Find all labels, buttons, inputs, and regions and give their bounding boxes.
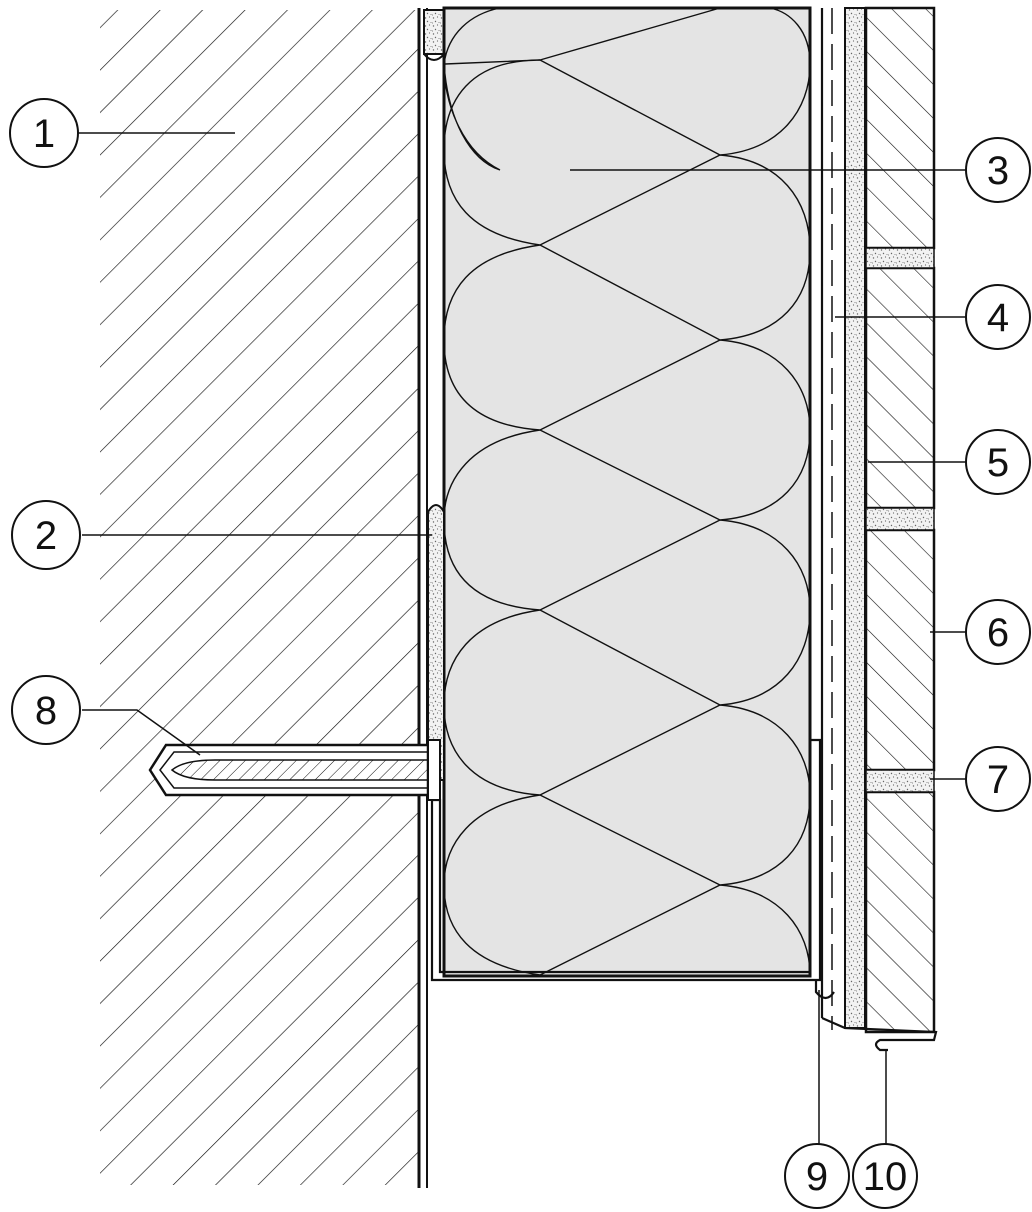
mortar-joints: [865, 247, 935, 793]
svg-text:4: 4: [987, 296, 1009, 340]
callout-8: 8: [11, 675, 81, 745]
drip-profile: [821, 1016, 938, 1052]
svg-text:5: 5: [987, 441, 1009, 485]
svg-text:8: 8: [35, 689, 57, 733]
svg-text:1: 1: [33, 112, 55, 156]
insulation-board: [442, 6, 812, 978]
callout-4: 4: [965, 284, 1031, 350]
svg-text:7: 7: [987, 758, 1009, 802]
svg-text:9: 9: [806, 1155, 828, 1199]
anchor-dowel: [148, 739, 441, 801]
leader-lines: [78, 132, 968, 1146]
callout-2: 2: [11, 500, 81, 570]
brick-facing: [864, 6, 936, 1034]
callout-3: 3: [965, 137, 1031, 203]
callout-7: 7: [965, 746, 1031, 812]
callout-9: 9: [784, 1143, 850, 1209]
svg-text:2: 2: [35, 514, 57, 558]
masonry-wall: [0, 0, 421, 1212]
adhesive-strip: [427, 504, 445, 781]
svg-text:6: 6: [987, 611, 1009, 655]
callout-1: 1: [9, 98, 79, 168]
callout-6: 6: [965, 599, 1031, 665]
svg-text:10: 10: [863, 1155, 908, 1199]
svg-text:3: 3: [987, 149, 1009, 193]
callout-10: 10: [852, 1143, 918, 1209]
render-layer: [820, 7, 866, 1029]
callout-5: 5: [965, 429, 1031, 495]
top-adhesive: [423, 9, 445, 55]
